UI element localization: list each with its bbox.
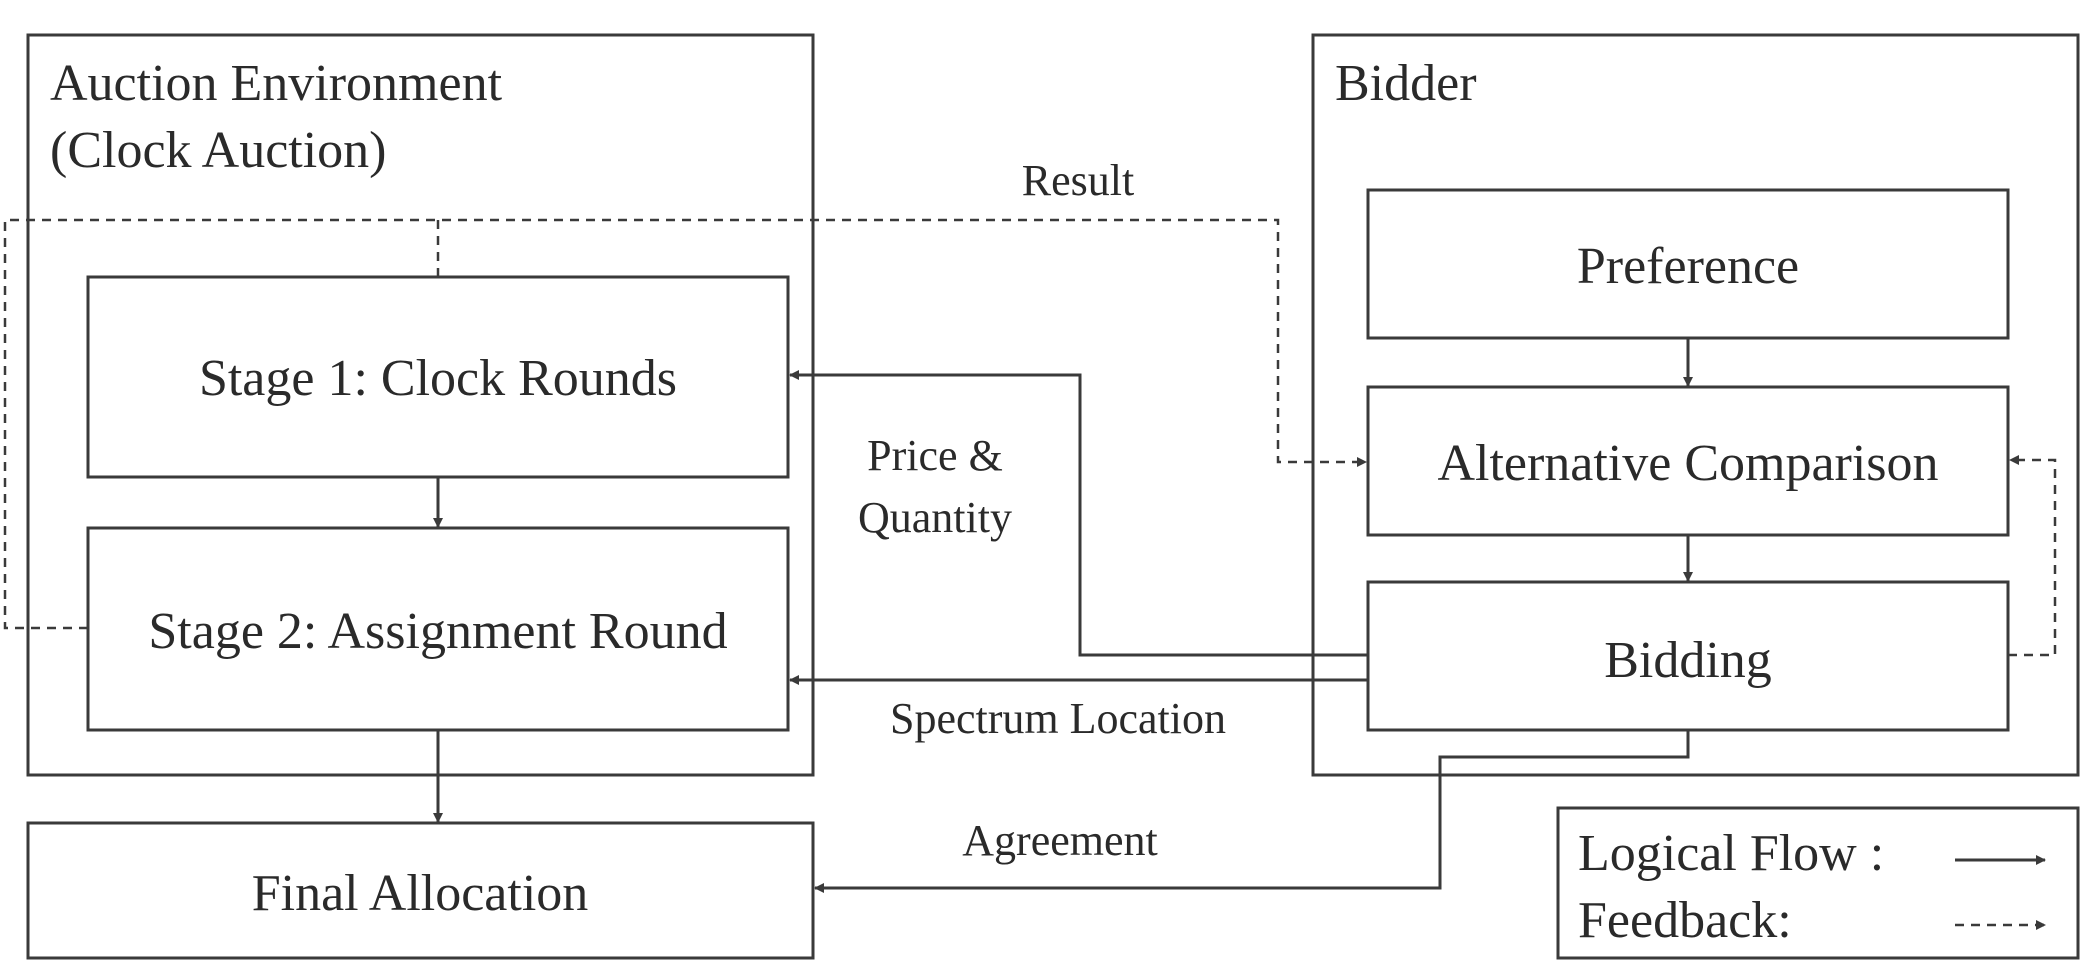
price-quantity-label-line1: Price & [867,431,1003,480]
price-quantity-label-line2: Quantity [858,493,1012,542]
arrow-price-quantity [789,370,1368,657]
legend-box [1556,806,2080,960]
bidding-label: Bidding [1604,632,1772,689]
stage1-clock-rounds-box [86,275,790,479]
auction-environment-subtitle: (Clock Auction) [50,122,387,179]
bidder-title: Bidder [1335,55,1477,112]
feedback-bidding-loop [2008,455,2057,657]
result-label: Result [1022,156,1134,205]
agreement-label: Agreement [962,816,1157,865]
stage2-assignment-round-label: Stage 2: Assignment Round [148,603,727,660]
auction-environment-title: Auction Environment [50,55,503,112]
final-allocation-label: Final Allocation [252,865,589,922]
stage1-clock-rounds-label: Stage 1: Clock Rounds [199,350,677,407]
legend-logical-flow-label: Logical Flow : [1578,825,1884,882]
legend-feedback-label: Feedback: [1578,892,1792,949]
preference-label: Preference [1577,238,1799,295]
feedback-result-loop [3,218,1367,630]
final-allocation-box [26,821,815,960]
alternative-comparison-label: Alternative Comparison [1437,435,1938,492]
stage2-assignment-round-box [86,526,790,732]
preference-box [1366,188,2010,340]
arrow-agreement [814,730,1690,893]
spectrum-location-label: Spectrum Location [890,694,1226,743]
